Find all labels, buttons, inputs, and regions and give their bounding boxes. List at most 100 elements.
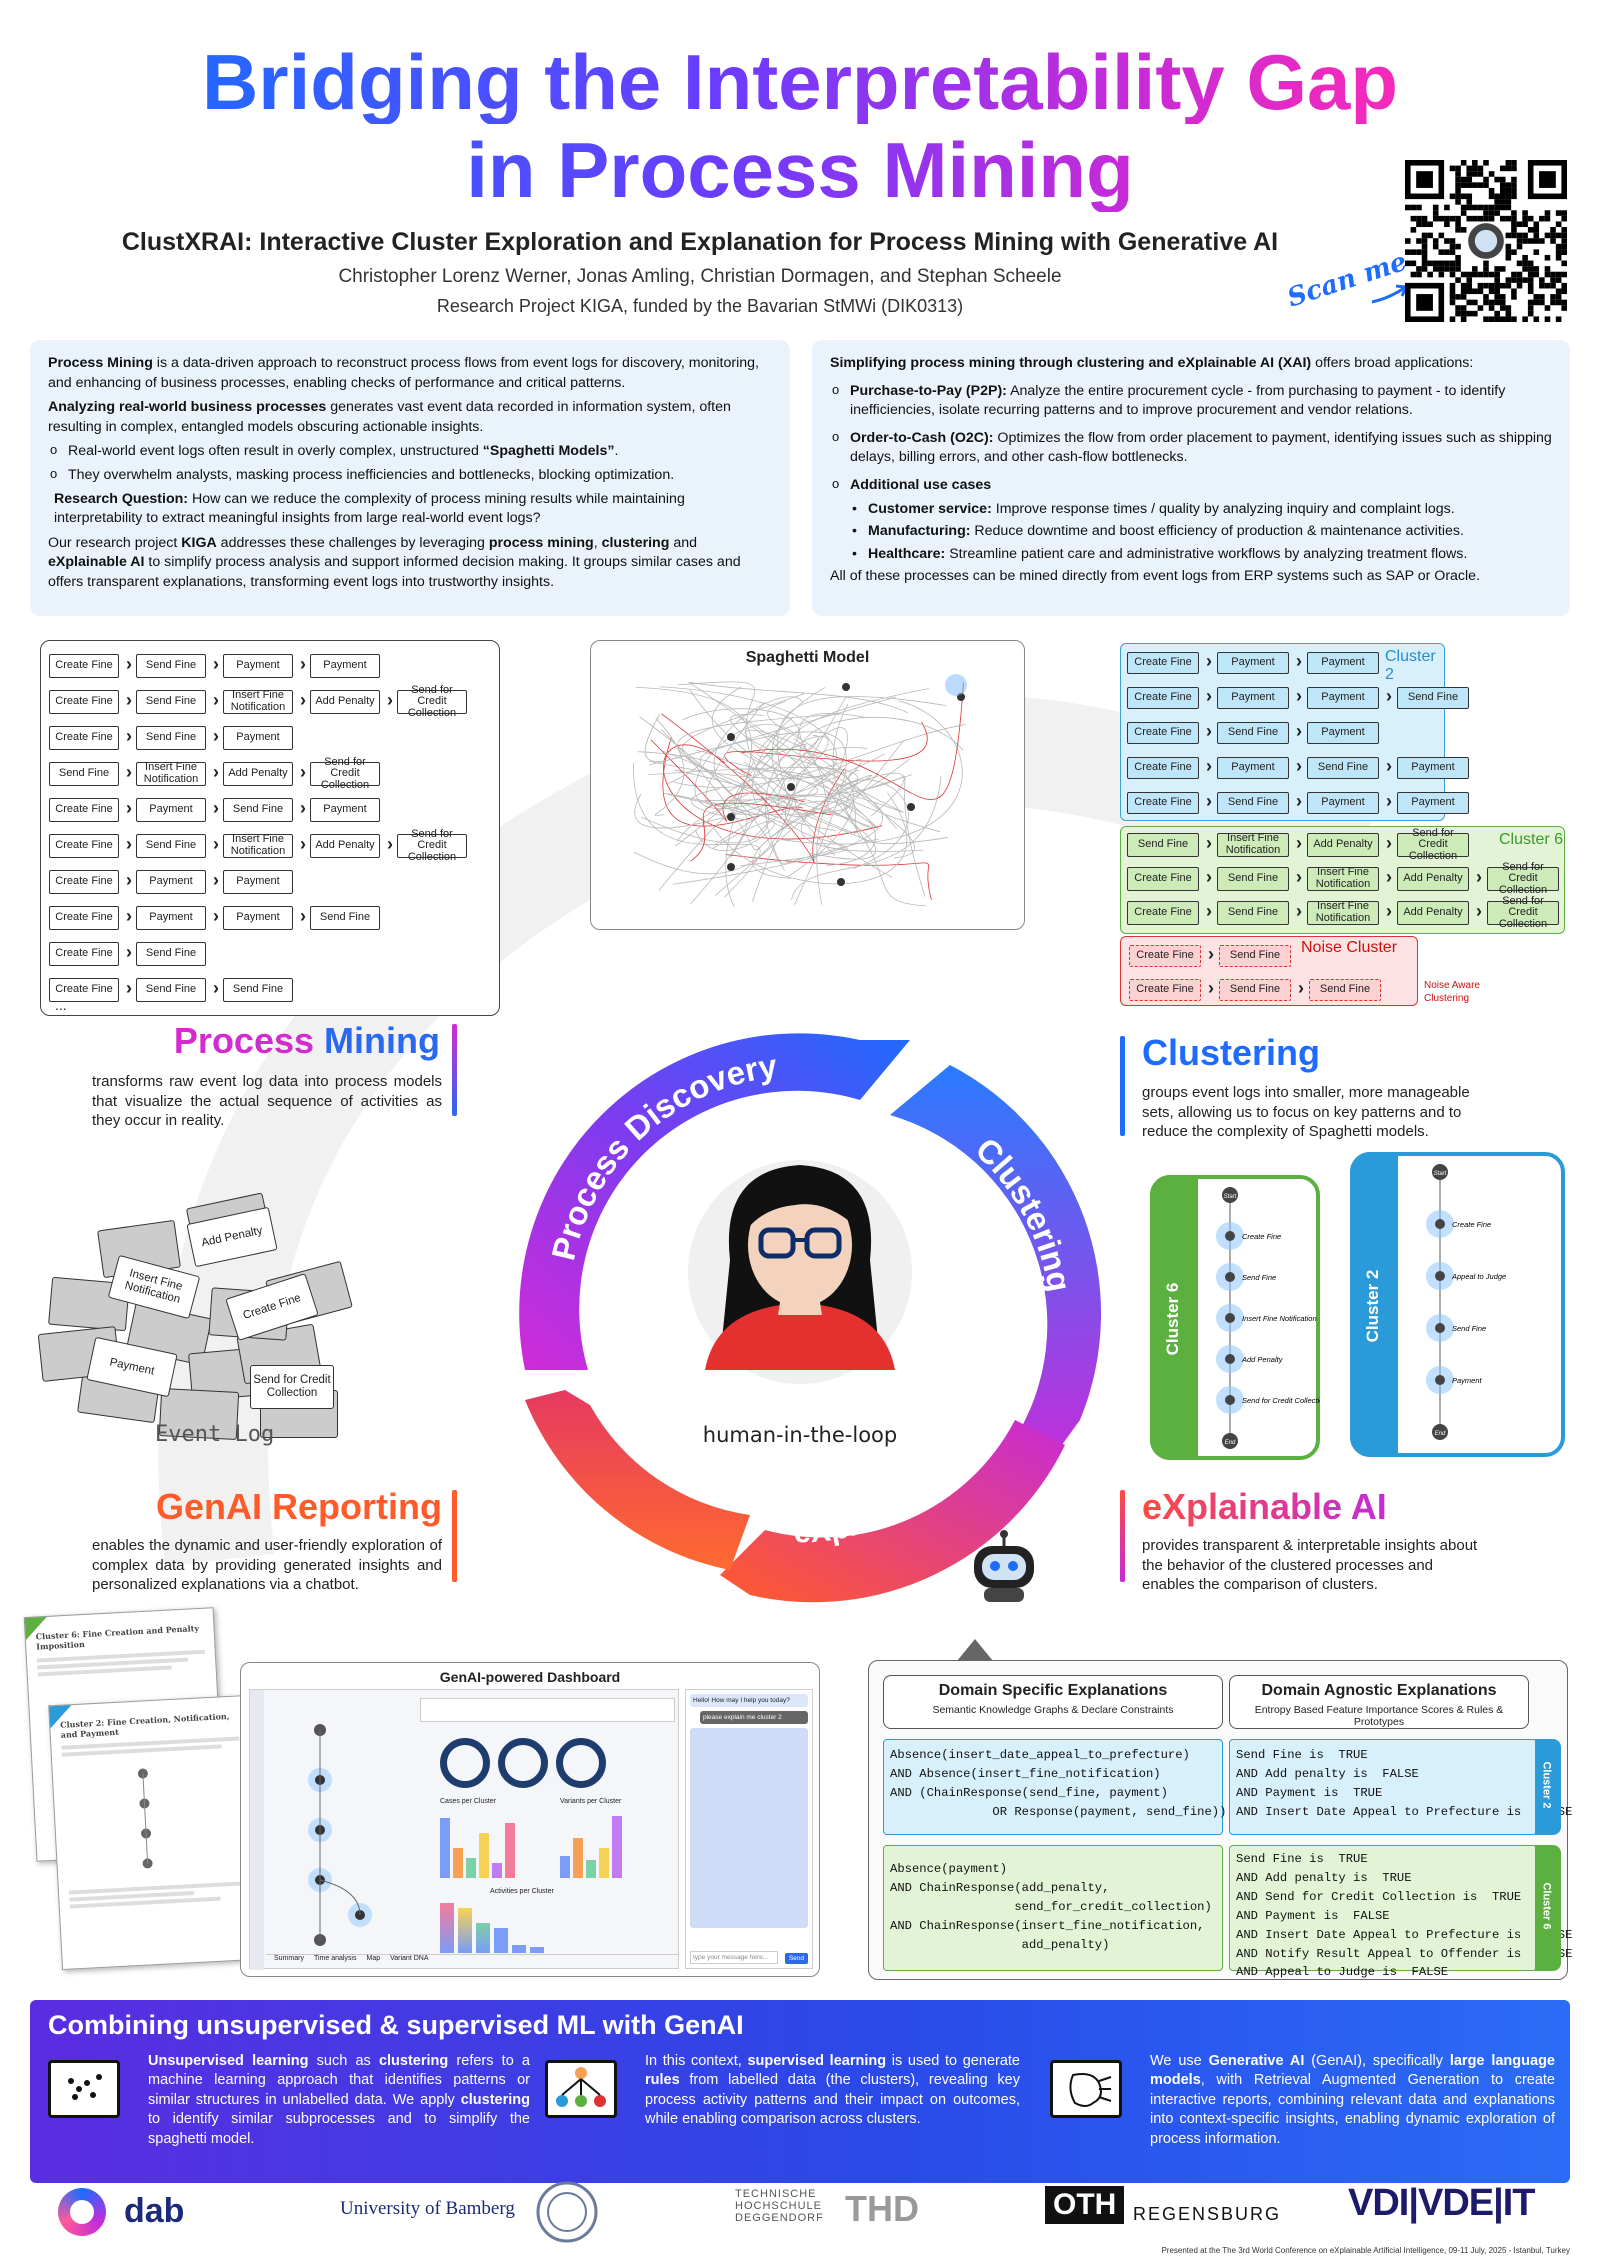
qr-code[interactable] <box>1405 160 1567 322</box>
activity-box: Add Penalty <box>310 834 380 858</box>
chat-greeting: Hello! How may I help you today? <box>690 1694 808 1707</box>
spaghetti-edge <box>633 775 799 875</box>
graph-node-label: Start <box>1224 1194 1237 1200</box>
activity-box: Create Fine <box>49 654 119 678</box>
arrow-icon: › <box>1208 978 1214 998</box>
spaghetti-edge <box>689 682 926 907</box>
spaghetti-edge <box>757 716 807 758</box>
graph-node <box>1225 1272 1235 1282</box>
chat-input[interactable]: type your message here... <box>690 1951 778 1964</box>
dashboard-title: GenAI-powered Dashboard <box>439 1669 621 1685</box>
genai-text: enables the dynamic and user-friendly ex… <box>92 1537 442 1593</box>
activity-box: Send Fine <box>310 906 380 930</box>
activity-box: Create Fine <box>1127 867 1199 891</box>
activity-box: Payment <box>136 870 206 894</box>
activity-box: Payment <box>310 654 380 678</box>
spaghetti-edge <box>659 686 837 778</box>
spaghetti-edge <box>772 776 926 897</box>
tab-variant-dna[interactable]: Variant DNA <box>390 1955 429 1962</box>
spaghetti-edge <box>736 768 949 845</box>
chart-activities-title: Activities per Cluster <box>490 1888 554 1895</box>
arrow-icon: › <box>126 906 132 926</box>
activity-box: Send Fine <box>136 690 206 714</box>
arrow-icon: › <box>126 654 132 674</box>
activity-box: Send Fine <box>1219 979 1291 1001</box>
bamberg-seal-icon <box>536 2181 598 2243</box>
activity-box: Create Fine <box>49 690 119 714</box>
arrow-icon: › <box>126 726 132 746</box>
activity-box: Insert Fine Notification <box>223 834 293 858</box>
activity-box: Payment <box>136 906 206 930</box>
activity-box: Send Fine <box>1307 757 1379 779</box>
graph-node-label: Appeal to Judge <box>1451 1272 1506 1281</box>
spaghetti-edge <box>777 746 911 817</box>
activity-box: Send Fine <box>1217 867 1289 891</box>
activity-box: Create Fine <box>49 798 119 822</box>
activity-box: Create Fine <box>1129 945 1201 967</box>
activity-box: Payment <box>1217 687 1289 709</box>
activity-box: Payment <box>1307 722 1379 744</box>
arrow-icon: › <box>213 654 219 674</box>
graph-node <box>1432 1424 1448 1440</box>
spaghetti-edge <box>668 732 791 829</box>
activity-box: Send for Credit Collection <box>397 684 467 719</box>
arrow-icon: › <box>213 798 219 818</box>
activity-box: Insert Fine Notification <box>1307 867 1379 891</box>
activity-box: Payment <box>223 870 293 894</box>
arrow-icon: › <box>213 834 219 854</box>
spaghetti-edge <box>781 700 963 845</box>
graph-node-label: Insert Fine Notification <box>1242 1314 1317 1323</box>
activity-box: Send Fine <box>1219 945 1291 967</box>
spaghetti-edge <box>714 759 863 896</box>
chat-send-button[interactable]: Send <box>784 1953 808 1964</box>
graph-node-label: Payment <box>1452 1376 1483 1385</box>
arrow-icon: › <box>213 726 219 746</box>
graph-node <box>1225 1395 1235 1405</box>
spaghetti-edge <box>729 714 796 782</box>
trace-ellipsis: ... <box>55 997 67 1013</box>
spaghetti-edge <box>690 802 832 862</box>
ds-heading-box: Domain Specific Explanations Semantic Kn… <box>883 1675 1223 1729</box>
activity-box: Create Fine <box>1129 979 1201 1001</box>
activity-box: Send for Credit Collection <box>397 828 467 863</box>
report-page-2: Cluster 2: Fine Creation, Notification, … <box>48 1694 262 1971</box>
arrow-icon: › <box>1296 833 1302 853</box>
spaghetti-edge <box>800 772 924 852</box>
arrow-icon: › <box>1296 867 1302 887</box>
graph-node <box>1432 1164 1448 1180</box>
ds-cluster6-constraints: Absence(payment) AND ChainResponse(add_p… <box>883 1845 1223 1971</box>
da-subtitle: Entropy Based Feature Importance Scores … <box>1254 1704 1504 1728</box>
activity-box: Payment <box>310 798 380 822</box>
pm-heading: Process Mining <box>173 1020 440 1061</box>
arrow-icon: › <box>126 870 132 890</box>
cl-text: groups event logs into smaller, more man… <box>1142 1084 1470 1140</box>
activity-box: Add Penalty <box>310 690 380 714</box>
xai-accent-bar <box>1120 1490 1125 1582</box>
ml-genai-band: Combining unsupervised & supervised ML w… <box>30 2000 1570 2183</box>
arrow-icon: › <box>213 978 219 998</box>
spaghetti-title: Spaghetti Model <box>745 649 870 666</box>
graph-node-label: Create Fine <box>1242 1232 1281 1241</box>
cluster-label: Cluster 2 <box>1385 648 1436 683</box>
tab-time-analysis[interactable]: Time analysis <box>313 1955 357 1962</box>
activity-box: Add Penalty <box>1397 867 1469 891</box>
cluster-label: Noise Cluster <box>1301 939 1398 956</box>
spaghetti-edge <box>688 681 908 714</box>
activity-box: Send Fine <box>136 834 206 858</box>
tab-summary[interactable]: Summary <box>274 1955 304 1962</box>
tab-map[interactable]: Map <box>366 1955 381 1962</box>
activity-box: Send Fine <box>223 798 293 822</box>
activity-box: Create Fine <box>49 942 119 966</box>
dab-logo: dab <box>58 2188 248 2238</box>
arrow-icon: › <box>1296 686 1302 706</box>
genai-dashboard: GenAI-powered Dashboard Cases per Cluste… <box>240 1662 820 1977</box>
spaghetti-node <box>727 863 735 871</box>
arc-xai <box>720 1420 1065 1603</box>
arrow-icon: › <box>126 942 132 962</box>
poster-subtitle: ClustXRAI: Interactive Cluster Explorati… <box>121 228 1279 256</box>
spaghetti-edge <box>663 744 883 840</box>
graph-node-label: Send Fine <box>1452 1324 1486 1333</box>
arrow-icon: › <box>1386 833 1392 853</box>
activity-box: Send Fine <box>136 942 206 966</box>
